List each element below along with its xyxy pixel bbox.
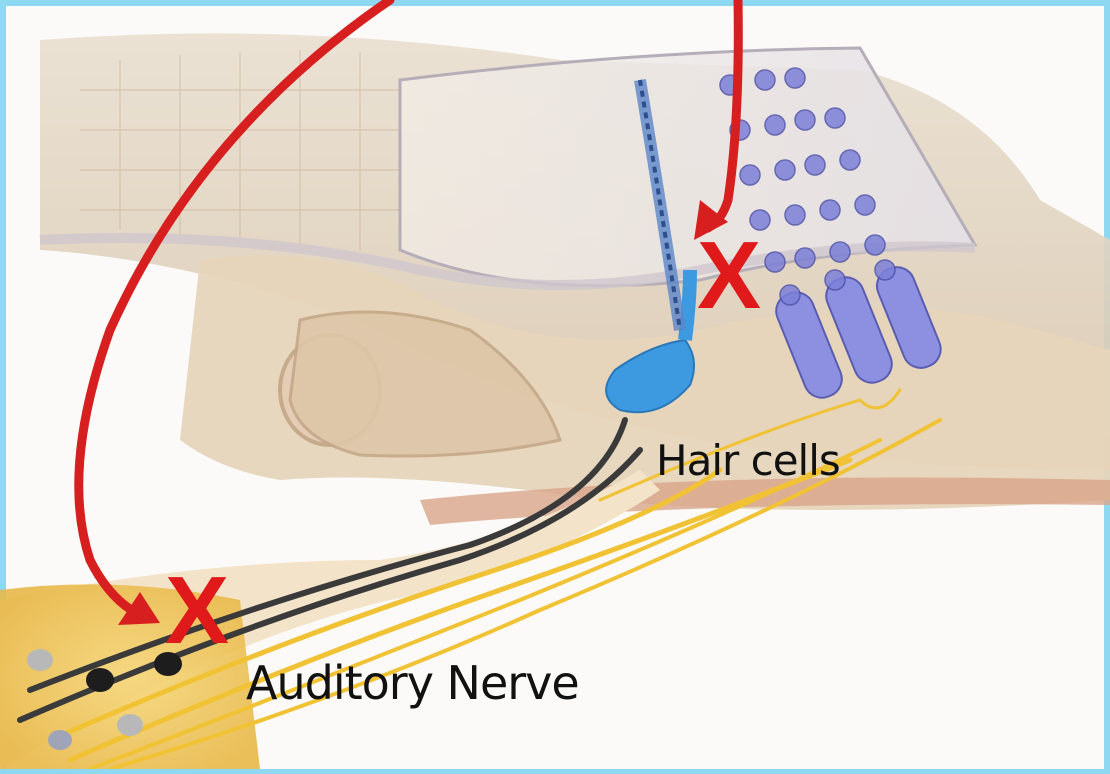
blocked-x-mark-nerve: X <box>165 563 229 659</box>
label-hair-cells: Hair cells <box>656 436 840 485</box>
blocked-x-mark-hair: X <box>697 228 761 324</box>
label-auditory-nerve: Auditory Nerve <box>246 656 579 710</box>
